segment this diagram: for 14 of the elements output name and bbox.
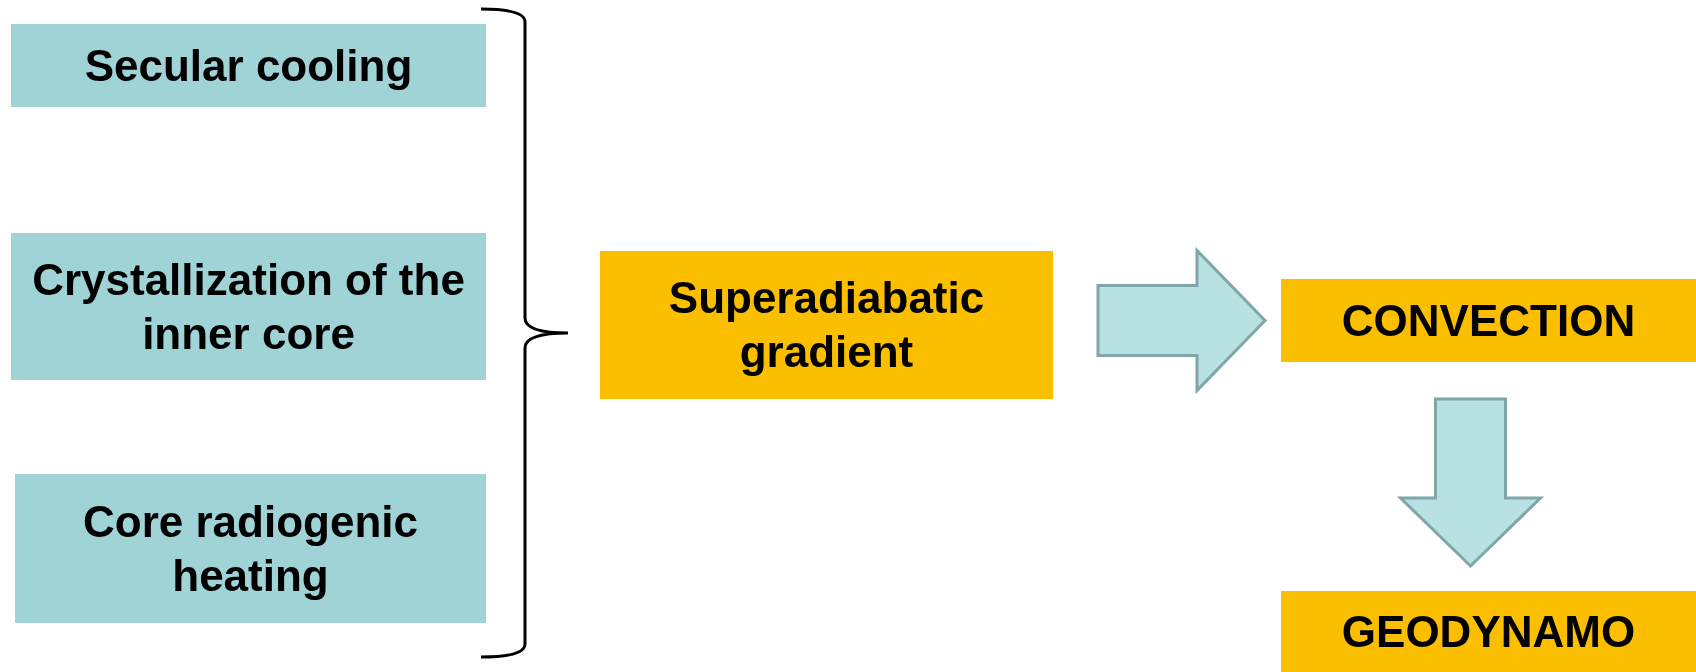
box-label: Superadiabatic gradient xyxy=(667,272,986,378)
box-label: Core radiogenic heating xyxy=(82,495,419,602)
box-label: CONVECTION xyxy=(1341,294,1636,347)
box-label: Secular cooling xyxy=(84,39,413,92)
result-box xyxy=(1281,591,1696,672)
result-box xyxy=(600,251,1053,399)
block-arrow xyxy=(1396,397,1545,569)
process-box xyxy=(15,474,486,623)
process-box xyxy=(11,24,486,107)
box-label: Crystallization of the inner core xyxy=(31,253,466,360)
box-label: GEODYNAMO xyxy=(1341,605,1636,658)
result-box xyxy=(1281,279,1696,362)
block-arrow xyxy=(1096,246,1268,395)
process-box xyxy=(11,233,486,380)
